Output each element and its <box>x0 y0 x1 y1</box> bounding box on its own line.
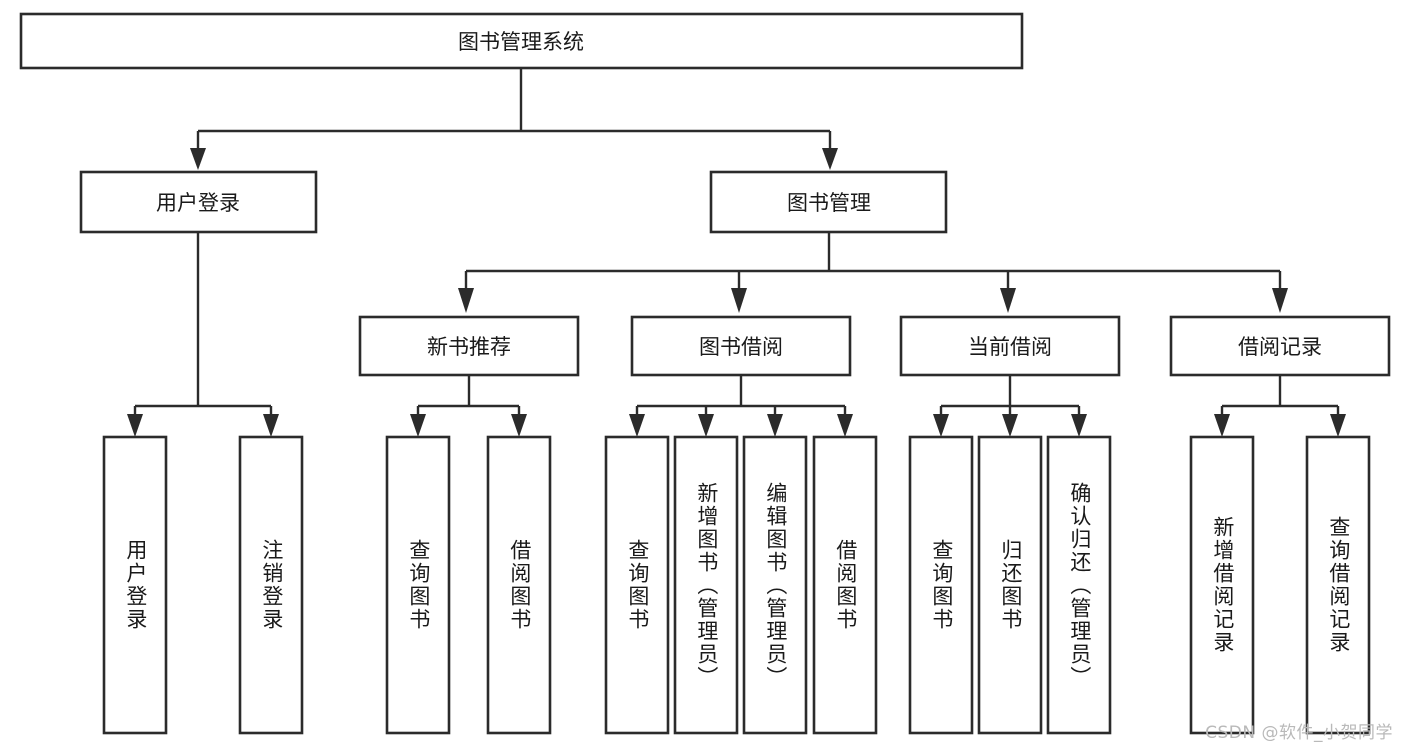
node-book-borrow[interactable]: 图书借阅 <box>630 315 852 377</box>
arrow-bookmgmt-c2 <box>731 288 747 313</box>
arrow-current-l3 <box>1071 414 1087 437</box>
node-current-borrow-box[interactable] <box>899 315 1121 377</box>
arrow-bookmgmt-c3 <box>1000 288 1016 313</box>
leaf-box-record-1[interactable] <box>1189 435 1255 735</box>
arrow-root-to-bookmgmt <box>822 148 838 170</box>
node-book-management-box[interactable] <box>709 170 948 234</box>
leaf-box-borrow-1[interactable] <box>604 435 670 735</box>
node-user-login[interactable]: 用户登录 <box>79 170 318 234</box>
leaf-box-borrow-4[interactable] <box>812 435 878 735</box>
node-book-borrow-box[interactable] <box>630 315 852 377</box>
arrow-borrow-l3 <box>767 414 783 437</box>
node-new-book-recommend[interactable]: 新书推荐 <box>358 315 580 377</box>
arrow-borrow-l1 <box>629 414 645 437</box>
node-current-borrow-label: 当前借阅 <box>968 335 1052 359</box>
node-root[interactable]: 图书管理系统 <box>19 12 1024 70</box>
node-borrow-record-label: 借阅记录 <box>1238 335 1322 359</box>
leaf-box-current-3[interactable] <box>1046 435 1112 735</box>
leaf-box-borrow-3[interactable] <box>742 435 808 735</box>
node-user-login-label: 用户登录 <box>156 191 240 215</box>
node-borrow-record-box[interactable] <box>1169 315 1391 377</box>
arrow-recommend-l2 <box>511 414 527 437</box>
watermark-text: CSDN @软件_小贺同学 <box>1205 723 1393 743</box>
node-book-management[interactable]: 图书管理 <box>709 170 948 234</box>
leaf-box-recommend-2[interactable] <box>486 435 552 735</box>
leaf-box-borrow-2[interactable] <box>673 435 739 735</box>
node-root-label: 图书管理系统 <box>458 30 584 54</box>
arrow-login-leaf1 <box>127 414 143 437</box>
leaf-box-user-login-1[interactable] <box>102 435 168 735</box>
leaf-box-recommend-1[interactable] <box>385 435 451 735</box>
arrow-login-leaf2 <box>263 414 279 437</box>
arrow-borrow-l4 <box>837 414 853 437</box>
leaf-box-user-login-2[interactable] <box>238 435 304 735</box>
arrow-current-l1 <box>933 414 949 437</box>
leaf-box-current-1[interactable] <box>908 435 974 735</box>
node-book-borrow-label: 图书借阅 <box>699 335 783 359</box>
arrow-root-to-login <box>190 148 206 170</box>
leaf-box-record-2[interactable] <box>1305 435 1371 735</box>
node-root-box[interactable] <box>19 12 1024 70</box>
node-new-book-recommend-box[interactable] <box>358 315 580 377</box>
node-new-book-recommend-label: 新书推荐 <box>427 335 511 359</box>
node-borrow-record[interactable]: 借阅记录 <box>1169 315 1391 377</box>
arrow-record-l2 <box>1330 414 1346 437</box>
arrow-bookmgmt-c1 <box>458 288 474 313</box>
leaf-box-current-2[interactable] <box>977 435 1043 735</box>
arrow-record-l1 <box>1214 414 1230 437</box>
arrow-current-l2 <box>1002 414 1018 437</box>
node-book-management-label: 图书管理 <box>787 191 871 215</box>
arrow-borrow-l2 <box>698 414 714 437</box>
arrow-recommend-l1 <box>410 414 426 437</box>
node-current-borrow[interactable]: 当前借阅 <box>899 315 1121 377</box>
arrow-bookmgmt-c4 <box>1272 288 1288 313</box>
